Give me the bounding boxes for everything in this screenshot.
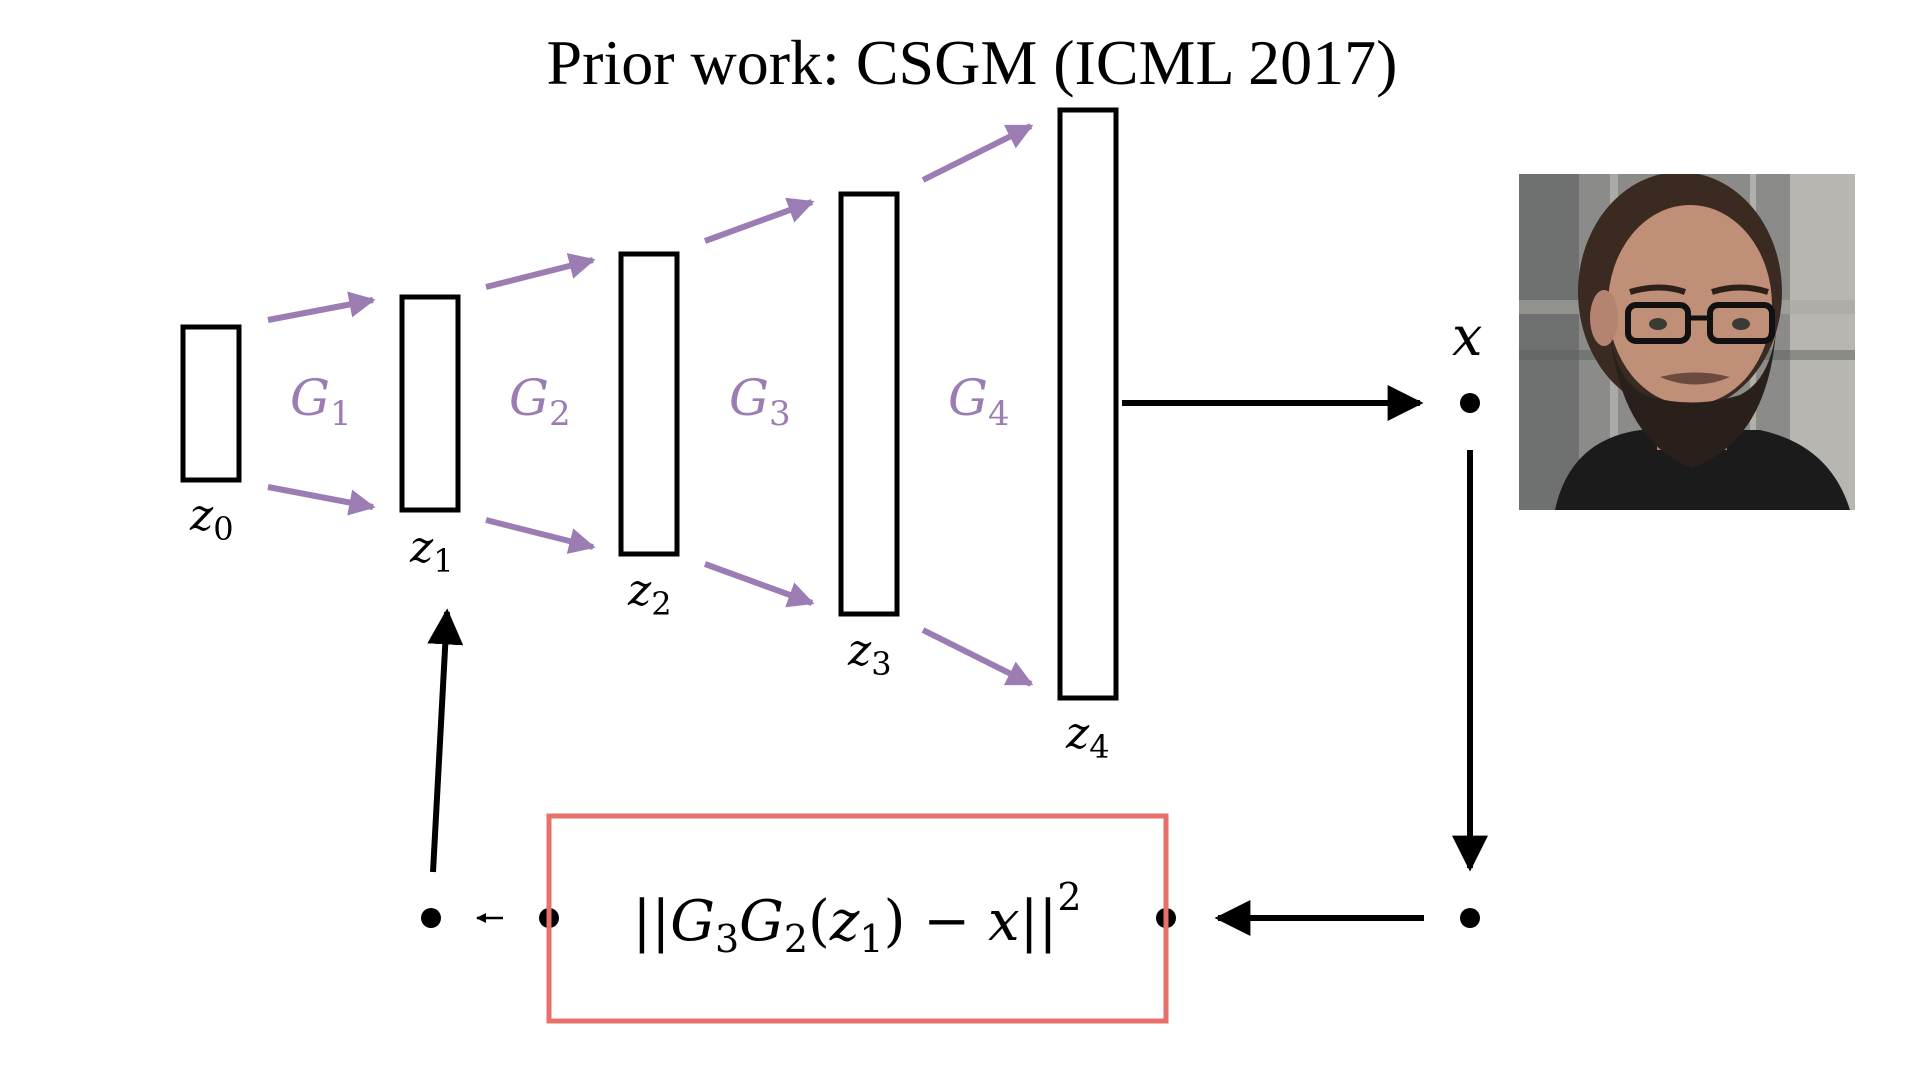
g3-lower-arrow	[703, 561, 815, 608]
layer-label-z3: z3	[847, 625, 892, 683]
back-to-z1-arrow	[427, 608, 464, 873]
generator-label-g4: G4	[948, 369, 1010, 434]
layer-box-z4	[1057, 107, 1119, 701]
layer-box-z3	[838, 191, 900, 617]
layer-label-z0: z0	[189, 490, 234, 548]
generator-arrows	[267, 123, 1034, 687]
lower-right-dot	[1460, 908, 1480, 928]
loss-formula: ||G3G2(z1) − x||2	[632, 875, 1081, 961]
output-dot	[1460, 393, 1480, 413]
update-dot	[421, 908, 441, 928]
generator-label-g2: G2	[509, 369, 571, 434]
layer-boxes	[180, 107, 1119, 701]
g2-lower-arrow	[485, 517, 596, 554]
flow-dots	[421, 393, 1480, 928]
layer-box-z2	[618, 251, 680, 557]
layer-label-z1: z1	[409, 522, 454, 580]
g1-upper-arrow	[267, 291, 376, 323]
generator-labels: G1 G2 G3 G4	[290, 369, 1010, 434]
layer-box-z0	[180, 324, 242, 483]
g2-upper-arrow	[485, 253, 596, 290]
person-photo	[1519, 174, 1855, 510]
layer-labels: z0 z1 z2 z3 z4	[189, 490, 1110, 766]
generator-label-g3: G3	[729, 369, 791, 434]
generator-label-g1: G1	[290, 369, 352, 434]
g3-upper-arrow	[703, 197, 815, 244]
loss-box	[546, 813, 1169, 1024]
layer-label-z4: z4	[1065, 708, 1110, 766]
g4-upper-arrow	[921, 123, 1034, 183]
g1-lower-arrow	[267, 484, 376, 516]
output-flow	[427, 385, 1488, 936]
output-label-x: x	[1452, 305, 1482, 368]
slide-title: Prior work: CSGM (ICML 2017)	[547, 27, 1398, 98]
layer-label-z2: z2	[627, 565, 672, 623]
layer-box-z1	[399, 294, 461, 513]
g4-lower-arrow	[921, 627, 1034, 687]
